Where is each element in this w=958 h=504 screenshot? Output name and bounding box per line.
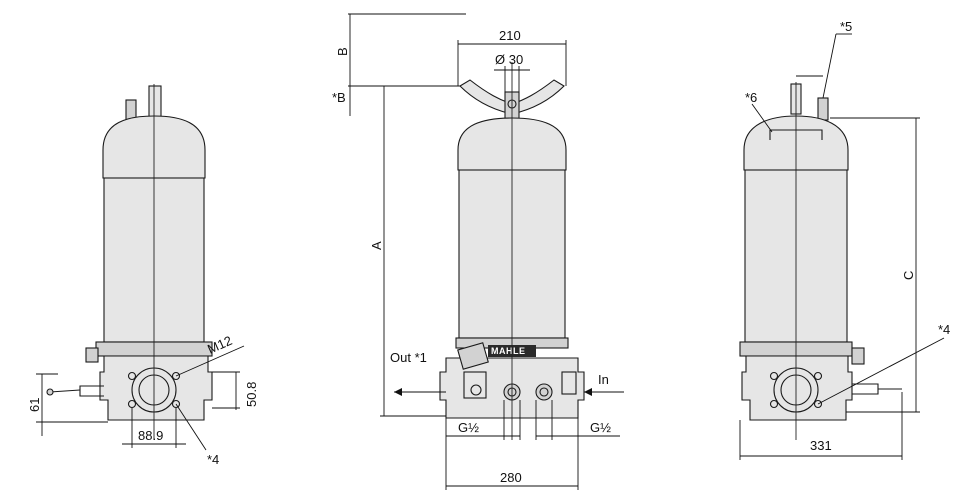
center-dim-280-label: 280 [500,470,522,485]
center-dim-210-label: 210 [499,28,521,43]
left-dim-88-9-label: 88.9 [138,428,163,443]
right-dim-C-label: C [901,271,916,280]
left-dim-50-8-label: 50.8 [244,382,259,407]
right-bolt-4 [813,399,823,409]
center-g-left-label: G½ [458,420,479,435]
left-dim-61-label: 61 [27,398,42,412]
center-out-arrowhead [394,388,402,396]
center-dim-B-label: B [335,47,350,56]
left-m12-label: M12 [205,333,234,357]
center-port-in [535,383,553,401]
right-note4-label: *4 [938,322,950,337]
left-drain-lever [49,389,81,393]
right-note6-label: *6 [745,90,757,105]
left-note4-label: *4 [207,452,219,467]
right-bolt-2 [813,371,823,381]
right-side-sensor [851,347,865,365]
left-drain-knob [46,388,54,396]
right-note5-label: *5 [840,19,852,34]
left-bolt-4 [171,399,181,409]
left-top-nozzle [148,85,162,121]
right-note6-leader [751,103,773,133]
center-in-arrowhead [584,388,592,396]
front-view: MAHLE B *B 210 Ø 30 A Out [332,13,624,490]
right-side-view: *5 *6 C *4 331 [739,19,950,460]
left-bolt-3 [127,399,137,409]
center-g-right-label: G½ [590,420,611,435]
right-note5-leader [822,33,837,99]
right-drain-fitting [852,383,879,395]
center-in-label: In [598,372,609,387]
center-clog-indicator [457,342,489,370]
right-vent-valve [817,97,829,121]
right-dim-331-label: 331 [810,438,832,453]
center-side-fitting [561,371,577,395]
center-out-label: Out *1 [390,350,427,365]
right-bolt-3 [769,399,779,409]
left-drain-handle [79,385,104,397]
left-side-view: 61 50.8 88.9 M12 *4 [27,84,259,467]
left-bolt-1 [127,371,137,381]
center-port-in-ring [539,387,549,397]
center-dim-dia30-label: Ø 30 [495,52,523,67]
left-bolt-2 [171,371,181,381]
right-bolt-1 [769,371,779,381]
right-note4-leader [817,337,945,405]
left-m12-leader [175,345,245,377]
center-indicator-dial [470,384,482,396]
center-dim-starB-label: *B [332,90,346,105]
left-side-sensor [85,347,99,363]
center-dim-A-label: A [369,241,384,250]
center-brand-label: MAHLE [491,346,526,356]
left-note4-leader [175,403,207,451]
